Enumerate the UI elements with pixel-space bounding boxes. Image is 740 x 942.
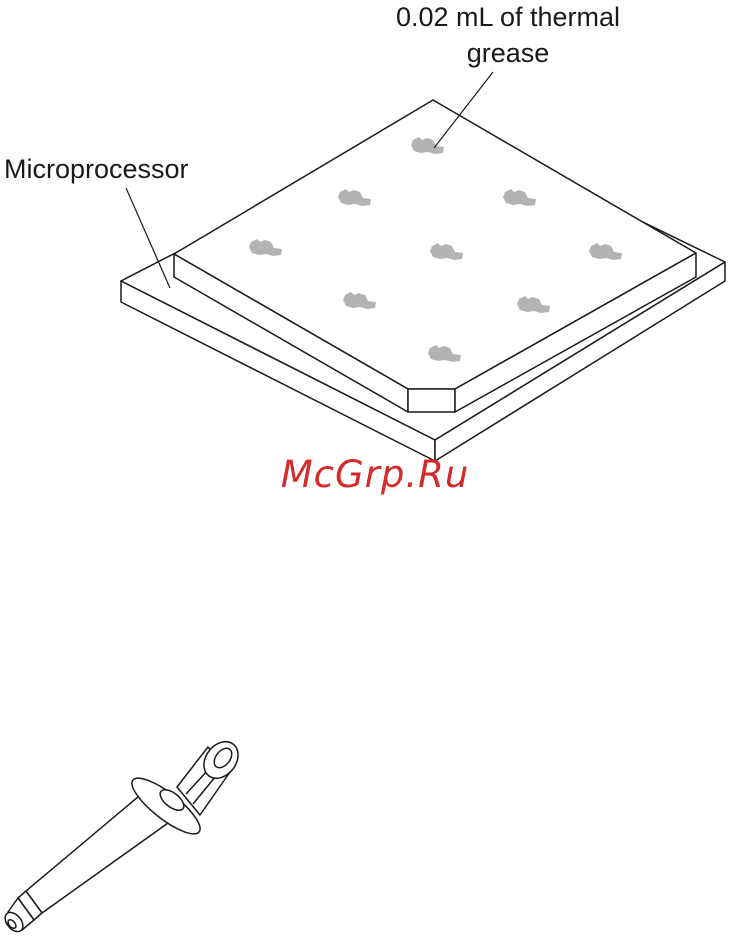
microprocessor-label: Microprocessor: [4, 154, 189, 184]
watermark: McGrp.Ru: [281, 453, 470, 496]
grease-label-line1: 0.02 mL of thermal: [396, 2, 620, 32]
grease-label-line2: grease: [467, 38, 550, 68]
syringe-icon: [2, 735, 246, 935]
